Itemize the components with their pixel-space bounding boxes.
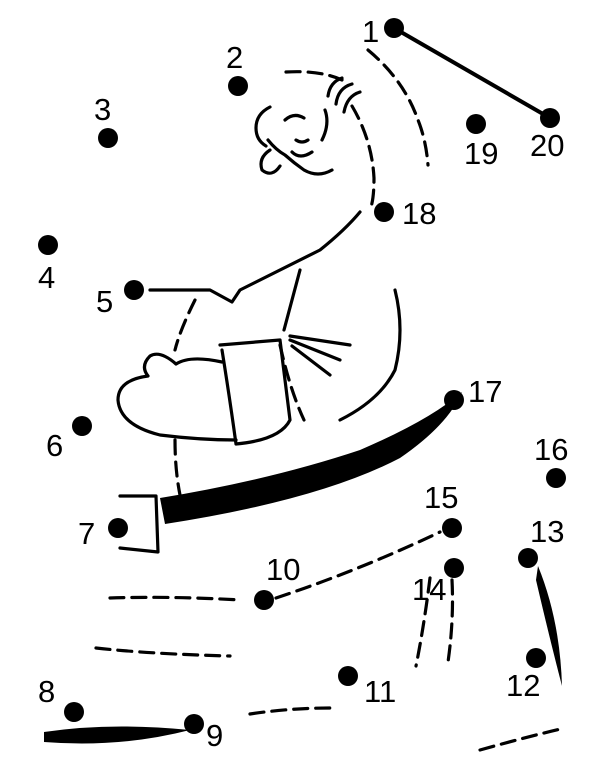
dot-1[interactable] (384, 18, 404, 38)
dot-5[interactable] (124, 280, 144, 300)
dot-label-2: 2 (226, 40, 243, 75)
dot-12[interactable] (526, 648, 546, 668)
dot-label-6: 6 (46, 428, 63, 463)
dot-label-11: 11 (364, 674, 396, 709)
dot-label-4: 4 (38, 260, 55, 295)
dot-20[interactable] (540, 108, 560, 128)
dot-16[interactable] (546, 468, 566, 488)
dot-13[interactable] (518, 548, 538, 568)
dot-label-14: 14 (412, 572, 446, 607)
dot-4[interactable] (38, 235, 58, 255)
dot-8[interactable] (64, 702, 84, 722)
dot-label-5: 5 (96, 284, 113, 319)
dot-14[interactable] (444, 558, 464, 578)
dot-labels: 1 2 3 4 5 6 7 8 9 10 11 12 13 14 15 16 1… (38, 14, 568, 753)
dot-label-10: 10 (266, 552, 300, 587)
dot-label-7: 7 (78, 516, 95, 551)
dot-label-3: 3 (94, 92, 111, 127)
dots (38, 18, 566, 734)
dot-label-19: 19 (464, 136, 498, 171)
face-outline (254, 105, 334, 176)
dot-label-9: 9 (206, 718, 223, 753)
dot-label-20: 20 (530, 128, 564, 163)
dot-label-16: 16 (534, 432, 568, 467)
dot-15[interactable] (442, 518, 462, 538)
back-dashes (173, 298, 197, 352)
dot-7[interactable] (108, 518, 128, 538)
dot-19[interactable] (466, 114, 486, 134)
dot-9[interactable] (184, 714, 204, 734)
dot-label-13: 13 (530, 514, 564, 549)
sleeve (218, 268, 402, 446)
mitten (116, 352, 238, 442)
scarf-shape (160, 392, 462, 524)
dot-10[interactable] (254, 590, 274, 610)
dot-label-17: 17 (468, 374, 502, 409)
dot-17[interactable] (444, 390, 464, 410)
dot-label-12: 12 (506, 668, 540, 703)
side-dashes (173, 438, 182, 497)
hair-strokes (284, 48, 430, 212)
dot-3[interactable] (98, 128, 118, 148)
dot-11[interactable] (338, 666, 358, 686)
runner-left (44, 726, 190, 744)
dot-label-15: 15 (424, 480, 458, 515)
dot-2[interactable] (228, 76, 248, 96)
dot-6[interactable] (72, 416, 92, 436)
scarf-end (118, 494, 160, 554)
connector-line-1-20 (393, 26, 551, 120)
motion-dashes (94, 530, 567, 752)
dot-label-18: 18 (402, 196, 436, 231)
shoulder-line (148, 210, 362, 304)
runner-right (536, 566, 562, 686)
dot-label-1: 1 (362, 14, 379, 49)
dot-18[interactable] (374, 202, 394, 222)
dot-label-8: 8 (38, 674, 55, 709)
